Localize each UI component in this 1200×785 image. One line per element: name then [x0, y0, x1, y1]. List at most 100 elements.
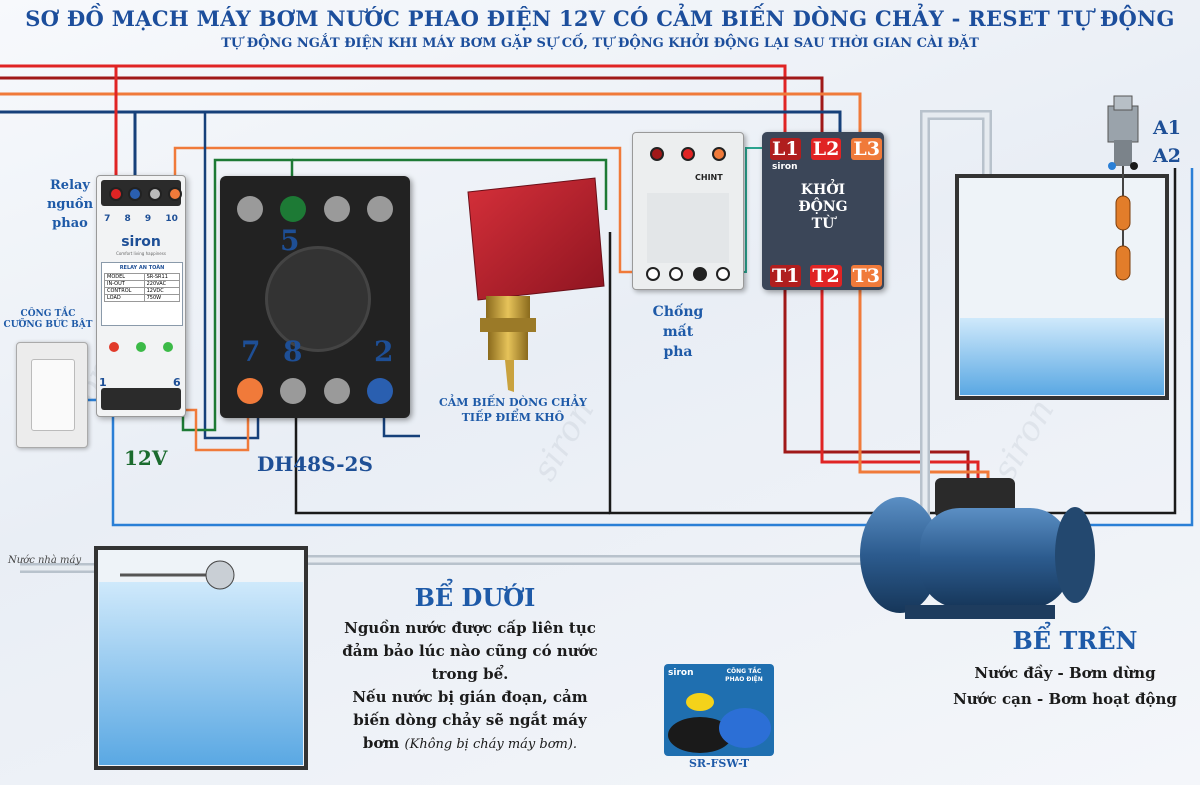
bus-wire-orange [0, 92, 862, 138]
product-caption: SR-FSW-T [688, 757, 750, 770]
lower-tank-note: bơm [362, 734, 400, 752]
lower-tank-title: BỂ DƯỚI [414, 583, 536, 612]
screw-icon [280, 378, 307, 404]
timer-pin-8: 8 [283, 335, 303, 368]
wire-green [181, 158, 294, 432]
pump [860, 478, 1095, 619]
lower-tank-note: đảm bảo lúc nào cũng có nước [342, 642, 598, 660]
upper-tank-notes: Nước đầy - Bơm dừng Nước cạn - Bơm hoạt … [930, 660, 1200, 712]
led-green-icon [162, 342, 173, 352]
inlet-label: Nước nhà máy [8, 555, 82, 566]
screw-icon [323, 378, 350, 404]
phase-label-line: pha [663, 344, 693, 360]
spec-value: 12VDC [143, 287, 181, 295]
lower-tank-note: Nguồn nước được cấp liên tục [344, 619, 596, 637]
forced-switch[interactable] [16, 342, 88, 448]
phase-label-line: Chống [652, 304, 704, 320]
contactor-top-terminal: L2 [810, 138, 842, 160]
contactor-bottom-terminal: T2 [810, 265, 842, 287]
spec-key: CONTROL [104, 287, 145, 295]
wire-timer-8 [294, 388, 610, 515]
phase-relay: CHINT [632, 132, 744, 290]
timer-pin-2: 2 [374, 335, 394, 368]
wire-pump-1 [783, 285, 970, 482]
wire-relay-10 [173, 146, 652, 274]
timer-pin-5: 5 [280, 224, 300, 257]
socket-center [265, 246, 371, 352]
bus-wire-darkred [0, 76, 824, 138]
phase-terminal-icon [649, 147, 664, 161]
spec-value: 750W [143, 294, 181, 302]
relay-terminal-label: 9 [144, 214, 152, 224]
lower-tank-note: Nếu nước bị gián đoạn, cảm [352, 688, 588, 706]
upper-tank-note: Nước đầy - Bơm dừng [974, 664, 1156, 682]
contactor-label: KHỞI ĐỘNG TỪ [762, 182, 884, 233]
spec-value: 220VAC [143, 280, 181, 288]
screw-icon [323, 196, 350, 222]
lower-tank-notes: Nguồn nước được cấp liên tục đảm bảo lúc… [320, 617, 620, 756]
upper-tank-note: Nước cạn - Bơm hoạt động [953, 690, 1177, 708]
led-green-icon [135, 342, 146, 352]
relay-terminal-label: 8 [124, 214, 131, 224]
contactor-label-line: ĐỘNG [798, 199, 848, 215]
relay-leds [101, 342, 181, 352]
contactor-bottom-terminal: T1 [770, 265, 802, 287]
relay-brand: siron [121, 234, 161, 250]
lower-tank-note: trong bể. [431, 665, 509, 683]
relay-bottom-terminals [101, 388, 181, 410]
wire-orange-timer [183, 392, 250, 452]
relay-terminal-8 [128, 187, 142, 201]
wire-green-b [292, 158, 608, 210]
relay-brand-tag: Comfort living happiness [116, 251, 166, 256]
switch-label-line: CÔNG TẮC [20, 309, 76, 319]
lower-tank-water [99, 582, 303, 765]
switch-rocker [31, 359, 75, 431]
contactor-brand: siron [772, 162, 798, 172]
diagram-title: SƠ ĐỒ MẠCH MÁY BƠM NƯỚC PHAO ĐIỆN 12V CÓ… [25, 6, 1175, 31]
upper-tank-title: BỂ TRÊN [1012, 626, 1138, 655]
product-box-text: CÔNG TẮC PHAO ĐIỆN [716, 668, 772, 684]
spec-key: MODEL [104, 273, 145, 281]
flow-sensor-label-line: CẢM BIẾN DÒNG CHẢY [439, 396, 587, 409]
relay-terminal-label: 10 [165, 214, 178, 224]
phase-label-line: mất [662, 324, 694, 340]
contactor-label-line: TỪ [811, 216, 835, 232]
float-upper [1115, 195, 1131, 231]
lower-tank-note: biến dòng chảy sẽ ngắt máy [353, 711, 587, 729]
phase-terminal-icon [712, 147, 727, 161]
spec-key: IN-OUT [104, 280, 145, 288]
float-sensor-head [1107, 105, 1139, 143]
phase-relay-label: Chống mất pha [648, 302, 708, 362]
timer-pin-7: 7 [241, 335, 261, 368]
relay-panel-title: RELAY AN TOÀN [119, 265, 165, 271]
voltage-label: 12V [124, 446, 168, 470]
timer-socket [220, 176, 410, 418]
timer-model: DH48S-2S [257, 452, 373, 476]
sensor-terminal-a2: A2 [1153, 145, 1181, 167]
relay-label: Relay nguồn phao [44, 176, 96, 233]
phase-relay-panel [647, 193, 729, 263]
float-ball [205, 560, 235, 590]
diagram-subtitle: TỰ ĐỘNG NGẮT ĐIỆN KHI MÁY BƠM GẶP SỰ CỐ,… [221, 36, 979, 51]
safety-relay: 7 8 9 10 siron Comfort living happiness … [96, 175, 186, 417]
screw-icon [367, 196, 394, 222]
relay-label-line: phao [52, 216, 88, 231]
product-box-line: CÔNG TẮC [726, 668, 762, 675]
bus-wire-navy [0, 110, 842, 132]
lower-tank-note-italic: (Không bị cháy máy bơm). [404, 737, 578, 752]
contactor-label-line: KHỞI [800, 182, 846, 198]
screw-icon [367, 378, 394, 404]
product-float-switch [664, 664, 774, 756]
phase-terminal-icon [645, 267, 660, 281]
bus-wire-red [0, 64, 787, 138]
flow-sensor [467, 177, 605, 392]
upper-tank-water [960, 318, 1164, 395]
switch-label: CÔNG TẮC CƯỠNG BỨC BẬT [2, 309, 94, 331]
sensor-terminal-a1: A1 [1153, 117, 1181, 139]
phase-terminal-icon [669, 267, 684, 281]
contactor-top-terminal: L3 [851, 138, 882, 160]
relay-terminal-7 [109, 187, 123, 201]
